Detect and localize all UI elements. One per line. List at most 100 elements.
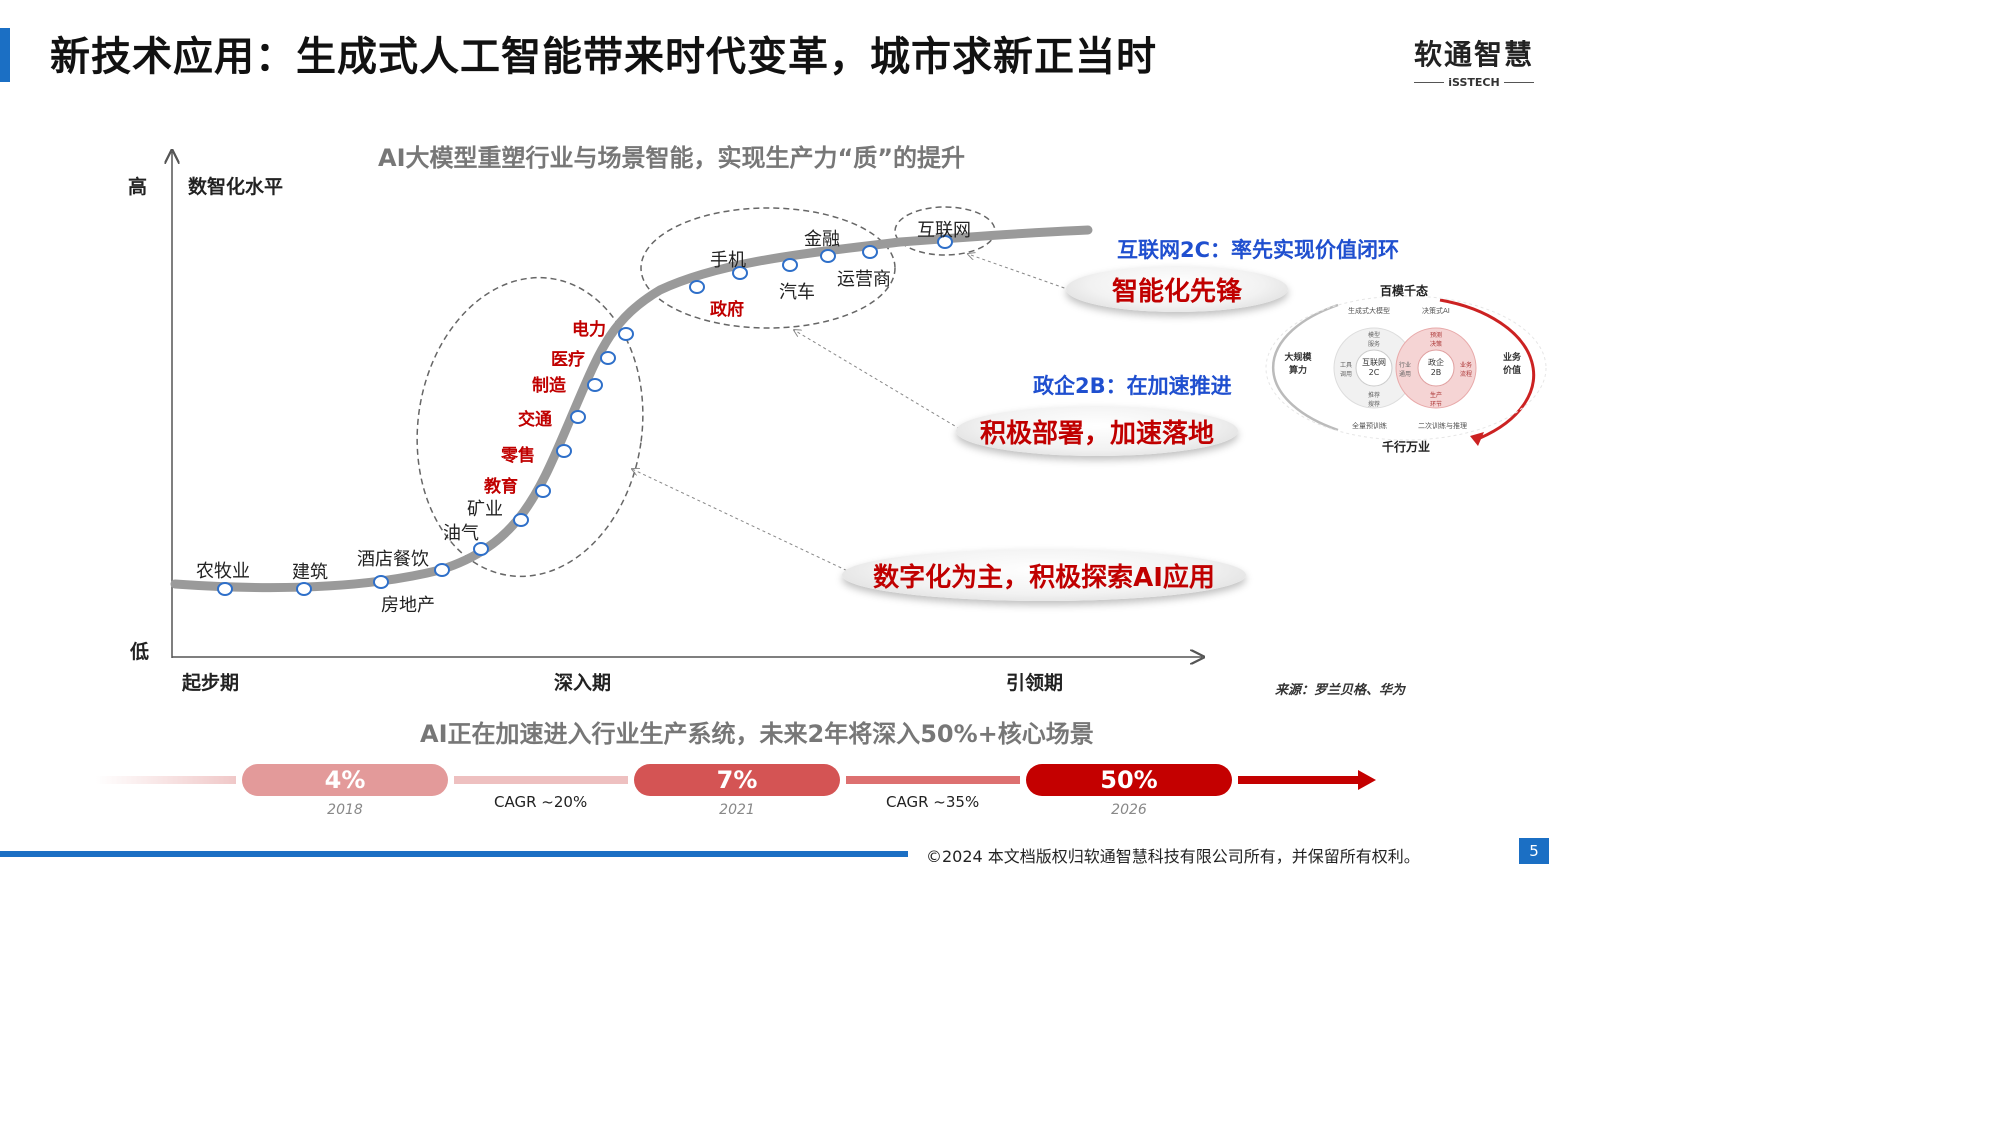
label-finance: 金融: [804, 229, 840, 250]
stage-leading: 引领期: [1006, 672, 1064, 694]
progress-title: AI正在加速进入行业生产系统，未来2年将深入50%+核心场景: [420, 720, 1094, 748]
label-oil-gas: 油气: [443, 523, 479, 544]
pill-digital: 数字化为主，积极探索AI应用: [842, 549, 1246, 601]
group-ellipse-deepening: [416, 276, 644, 578]
pill-pioneer-text: 智能化先锋: [1111, 276, 1242, 307]
cycle-arc-top-left: 生成式大模型: [1348, 307, 1390, 315]
stage-pill-2021: 7%: [634, 764, 840, 796]
logo-chinese: 软通智慧: [1414, 38, 1535, 71]
y-axis-high: 高: [128, 176, 148, 198]
cycle-seg-left-2: 推荐 搜荐: [1367, 392, 1380, 408]
pill-deploy-text: 积极部署，加速落地: [979, 418, 1214, 449]
marker-hotel: [434, 563, 450, 577]
footer-bar: [0, 851, 908, 857]
cycle-right-label: 业务 价值: [1502, 353, 1521, 376]
ring-arrowhead: [1470, 432, 1484, 446]
marker-education: [535, 484, 551, 498]
stage-pill-2026: 50%: [1026, 764, 1232, 796]
logo-english: iSSTECH: [1448, 76, 1500, 89]
progress-lead-bar: [96, 776, 236, 784]
progress-connector-1: [454, 776, 628, 784]
marker-finance: [820, 249, 836, 263]
company-logo: 软通智慧 iSSTECH: [1414, 40, 1534, 89]
year-2021: 2021: [719, 802, 755, 818]
y-axis-label: 数智化水平: [188, 176, 284, 198]
label-agriculture: 农牧业: [196, 561, 250, 582]
label-hotel: 酒店餐饮: [357, 549, 429, 570]
label-real-estate: 房地产: [381, 595, 435, 616]
cycle-circle-2b: 政企 2B: [1428, 358, 1444, 377]
label-phone: 手机: [710, 250, 746, 271]
ring-left-arc: [1271, 303, 1339, 432]
s-curve-chart: [0, 0, 1547, 882]
label-retail: 零售: [501, 446, 535, 466]
marker-internet: [937, 235, 953, 249]
marker-manufacturing: [587, 378, 603, 392]
pointer-internet: [968, 254, 1071, 291]
title-accent-bar: [0, 28, 10, 82]
marker-agriculture: [217, 582, 233, 596]
progress-arrow-icon: [1358, 770, 1376, 790]
marker-auto: [782, 258, 798, 272]
label-construction: 建筑: [292, 562, 328, 583]
pill-pioneer: 智能化先锋: [1066, 266, 1288, 312]
cycle-arc-bottom-left: 全量预训练: [1352, 422, 1387, 430]
label-education: 教育: [484, 477, 518, 497]
cycle-bottom-label: 千行万业: [1382, 440, 1431, 454]
marker-carrier: [862, 245, 878, 259]
y-axis-low: 低: [130, 641, 150, 663]
cagr-first: CAGR ~20%: [494, 793, 588, 811]
label-manufacturing: 制造: [532, 376, 566, 396]
cycle-seg-left-0: 模型 服务: [1367, 332, 1380, 348]
cycle-arc-top-right: 决策式AI: [1422, 307, 1450, 315]
label-transport: 交通: [518, 410, 552, 430]
marker-retail: [556, 444, 572, 458]
stage-pill-2018: 4%: [242, 764, 448, 796]
marker-oil-gas: [473, 542, 489, 556]
progress-connector-2: [846, 776, 1020, 784]
cycle-seg-right-2: 生产 环节: [1429, 392, 1442, 408]
chart-subtitle: AI大模型重塑行业与场景智能，实现生产力“质”的提升: [378, 144, 966, 172]
year-2026: 2026: [1111, 802, 1147, 818]
pointer-gov: [794, 330, 966, 433]
source-note: 来源：罗兰贝格、华为: [1275, 683, 1406, 698]
stage-value-2026: 50%: [1100, 766, 1158, 794]
cycle-top-label: 百模千态: [1380, 284, 1429, 298]
marker-mining: [513, 513, 529, 527]
group-ellipse-leading: [640, 207, 896, 329]
label-carrier: 运营商: [837, 269, 891, 290]
label-power: 电力: [572, 320, 606, 340]
footer-copyright: ©2024 本文档版权归软通智慧科技有限公司所有，并保留所有权利。: [926, 847, 1420, 866]
marker-power: [618, 327, 634, 341]
cycle-seg-right-1: 业务 流程: [1459, 362, 1472, 378]
stage-value-2018: 4%: [324, 766, 366, 794]
ring-right-arc: [1439, 298, 1536, 440]
stage-value-2021: 7%: [716, 766, 758, 794]
label-government: 政府: [710, 300, 744, 320]
marker-government: [689, 280, 705, 294]
internet-headline: 互联网2C：率先实现价值闭环: [1117, 238, 1400, 262]
cycle-circle-2c: 互联网 2C: [1362, 358, 1386, 377]
pointer-digital: [632, 469, 853, 574]
page-title: 新技术应用：生成式人工智能带来时代变革，城市求新正当时: [50, 34, 1157, 80]
label-mining: 矿业: [467, 499, 503, 520]
cycle-seg-right-0: 预测 决策: [1429, 332, 1442, 348]
year-2018: 2018: [327, 802, 363, 818]
pill-deploy: 积极部署，加速落地: [956, 406, 1238, 456]
label-medical: 医疗: [551, 350, 585, 370]
marker-medical: [600, 351, 616, 365]
marker-construction: [296, 582, 312, 596]
cycle-arc-bottom-right: 二次训练与推理: [1418, 422, 1467, 430]
cycle-diagram: [1265, 295, 1547, 446]
stage-start: 起步期: [182, 672, 240, 694]
marker-transport: [570, 410, 586, 424]
s-curve-line: [170, 225, 1093, 592]
cagr-second: CAGR ~35%: [886, 793, 980, 811]
cycle-seg-left-1: 工具 调用: [1339, 362, 1352, 378]
label-internet: 互联网: [917, 220, 971, 241]
curve-markers: [217, 235, 953, 596]
gov-headline: 政企2B：在加速推进: [1033, 374, 1232, 398]
pill-digital-text: 数字化为主，积极探索AI应用: [873, 562, 1215, 593]
cycle-left-label: 大规模 算力: [1284, 353, 1312, 376]
progress-tail-bar: [1238, 776, 1360, 784]
